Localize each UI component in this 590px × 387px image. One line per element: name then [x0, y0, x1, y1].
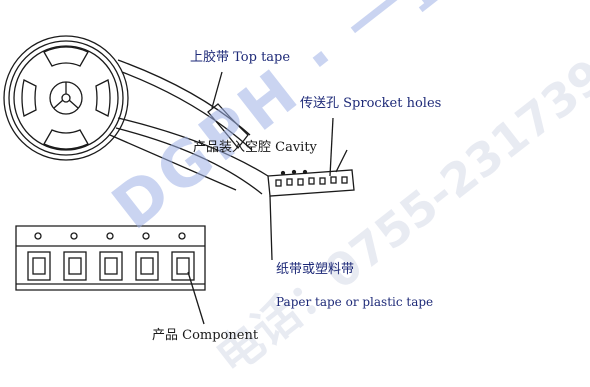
label-cavity: 产品装入空腔 Cavity [193, 140, 317, 155]
label-paper-tape-cn: 纸带或塑料带 [276, 262, 355, 277]
label-top-tape: 上胶带 Top tape [190, 50, 291, 65]
label-paper-tape-en: Paper tape or plastic tape [276, 295, 434, 309]
reel [3, 35, 129, 161]
top-tape-peel [207, 103, 249, 150]
tape-reel-diagram: DGPH · 一蓝芯 电话：0755-23173910 上胶带 Top tape… [3, 0, 590, 385]
label-sprocket-holes: 传送孔 Sprocket holes [300, 96, 442, 111]
leader-lines [187, 71, 348, 325]
carrier-tape [267, 169, 355, 197]
label-component: 产品 Component [152, 328, 259, 343]
component-strip [15, 225, 206, 291]
diagram-drawing [3, 35, 355, 325]
